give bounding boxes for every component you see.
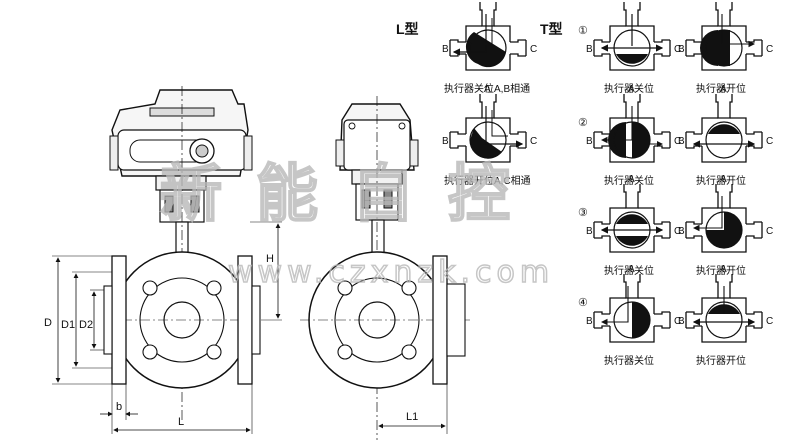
port-a: A xyxy=(628,264,635,275)
dim-l1: L1 xyxy=(406,411,418,423)
l-type-diagram-2: A B C xyxy=(442,84,537,163)
t-caption-open-2: 执行器开位 xyxy=(696,174,746,187)
t-caption-open-1: 执行器开位 xyxy=(696,82,746,95)
port-b: B xyxy=(586,44,593,55)
l-caption-1: 执行器关位A,B相通 xyxy=(444,82,530,95)
port-c: C xyxy=(766,136,773,147)
port-b: B xyxy=(678,316,685,327)
t-caption-closed-4: 执行器关位 xyxy=(604,354,654,367)
t-type-3-open: A B C xyxy=(678,174,773,253)
port-b: B xyxy=(586,316,593,327)
t-number-3: ③ xyxy=(578,207,588,219)
port-c: C xyxy=(674,226,681,237)
port-c: C xyxy=(530,136,537,147)
t-type-1-closed: A B C xyxy=(586,0,681,71)
port-c: C xyxy=(766,316,773,327)
dim-d1: D1 xyxy=(61,319,75,331)
t-type-2-closed: A B C xyxy=(586,84,681,163)
t-caption-open-4: 执行器开位 xyxy=(696,354,746,367)
t-number-1: ① xyxy=(578,25,588,37)
l-caption-2: 执行器开位A,C相通 xyxy=(444,174,531,187)
port-a: A xyxy=(628,84,635,95)
port-b: B xyxy=(442,136,449,147)
port-b: B xyxy=(678,136,685,147)
port-a: A xyxy=(484,0,491,3)
t-caption-closed-2: 执行器关位 xyxy=(604,174,654,187)
watermark-name: 新能自控 xyxy=(160,157,544,230)
t-number-4: ④ xyxy=(578,297,588,309)
dim-d: D xyxy=(44,317,52,329)
port-c: C xyxy=(674,316,681,327)
port-b: B xyxy=(442,44,449,55)
port-a: A xyxy=(720,264,727,275)
port-c: C xyxy=(766,226,773,237)
t-caption-closed-1: 执行器关位 xyxy=(604,82,654,95)
side-view xyxy=(300,96,470,440)
t-caption-closed-3: 执行器关位 xyxy=(604,264,654,277)
port-a: A xyxy=(484,84,491,95)
port-c: C xyxy=(674,136,681,147)
front-dimensions: D D1 D2 b L H xyxy=(44,221,282,434)
dim-h: H xyxy=(266,253,274,265)
port-a: A xyxy=(720,0,727,3)
front-view xyxy=(103,86,262,420)
watermark-url: www.czxnzk.com xyxy=(228,255,554,290)
side-dimensions: L1 xyxy=(378,384,448,434)
t-type-label: T型 xyxy=(540,21,563,37)
port-b: B xyxy=(586,226,593,237)
l-type-diagram-1: A B C xyxy=(442,0,537,71)
l-type-label: L型 xyxy=(396,21,419,37)
dim-l: L xyxy=(178,416,184,428)
watermark: 新能自控 www.czxnzk.com xyxy=(159,156,554,291)
port-a: A xyxy=(628,0,635,3)
port-a: A xyxy=(720,84,727,95)
t-number-2: ② xyxy=(578,117,588,129)
port-c: C xyxy=(530,44,537,55)
port-a: A xyxy=(720,174,727,185)
port-a: A xyxy=(628,174,635,185)
t-type-4-open: A B C xyxy=(678,264,773,343)
port-c: C xyxy=(766,44,773,55)
t-type-2-open: A B C xyxy=(678,84,773,163)
port-c: C xyxy=(674,44,681,55)
dim-d2: D2 xyxy=(79,319,93,331)
port-b: B xyxy=(678,44,685,55)
port-b: B xyxy=(678,226,685,237)
t-caption-open-3: 执行器开位 xyxy=(696,264,746,277)
dim-b: b xyxy=(116,401,122,413)
t-type-1-open: A B C xyxy=(678,0,773,71)
t-type-4-closed: A B C xyxy=(586,264,681,343)
t-type-3-closed: A B C xyxy=(586,174,681,253)
port-b: B xyxy=(586,136,593,147)
